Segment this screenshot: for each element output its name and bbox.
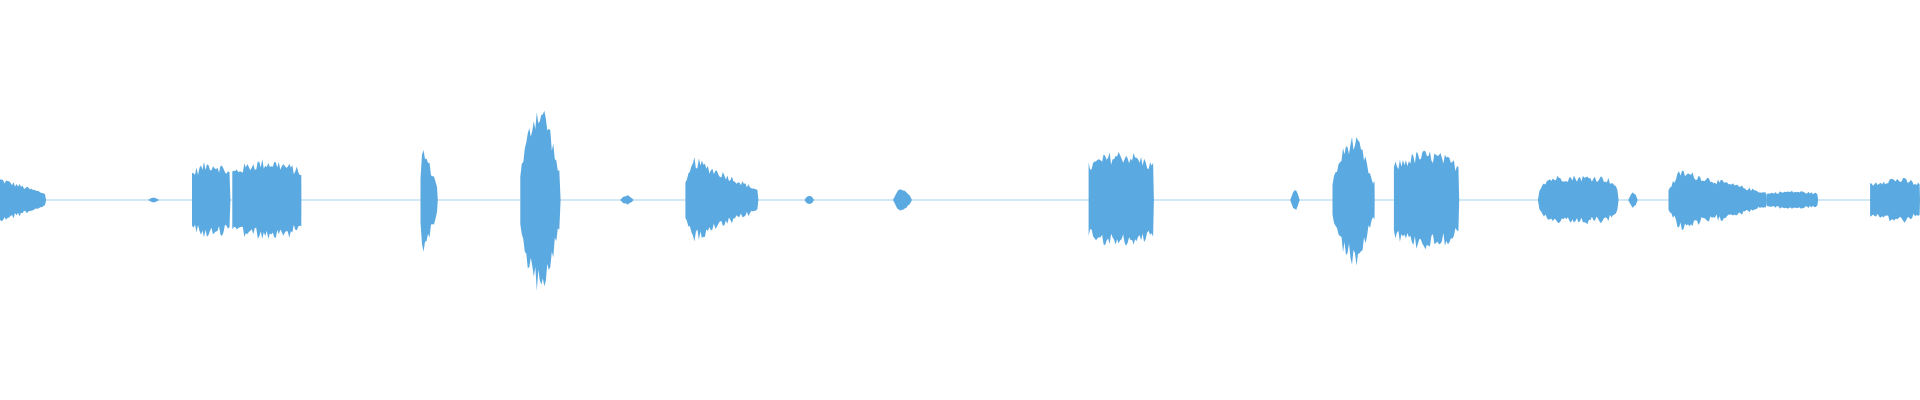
waveform-burst — [685, 157, 759, 242]
waveform-burst — [892, 189, 912, 211]
waveform-burst — [1393, 150, 1460, 250]
waveform-burst — [620, 195, 634, 205]
waveform-burst — [1332, 136, 1375, 266]
waveform-burst — [520, 110, 561, 291]
waveform-burst — [1290, 190, 1300, 210]
waveform-burst — [1537, 175, 1619, 225]
waveform-burst — [1668, 170, 1767, 231]
waveform-burst — [192, 161, 231, 238]
waveform-burst — [0, 179, 47, 222]
waveform-burst — [1628, 192, 1638, 208]
waveform-segments — [0, 110, 1920, 291]
waveform-burst — [1766, 190, 1819, 209]
waveform-burst — [1870, 178, 1920, 223]
waveform-burst — [804, 196, 815, 204]
waveform-burst — [147, 197, 160, 203]
waveform-burst — [232, 159, 302, 239]
waveform-burst — [1088, 151, 1154, 246]
waveform-burst — [420, 150, 438, 252]
